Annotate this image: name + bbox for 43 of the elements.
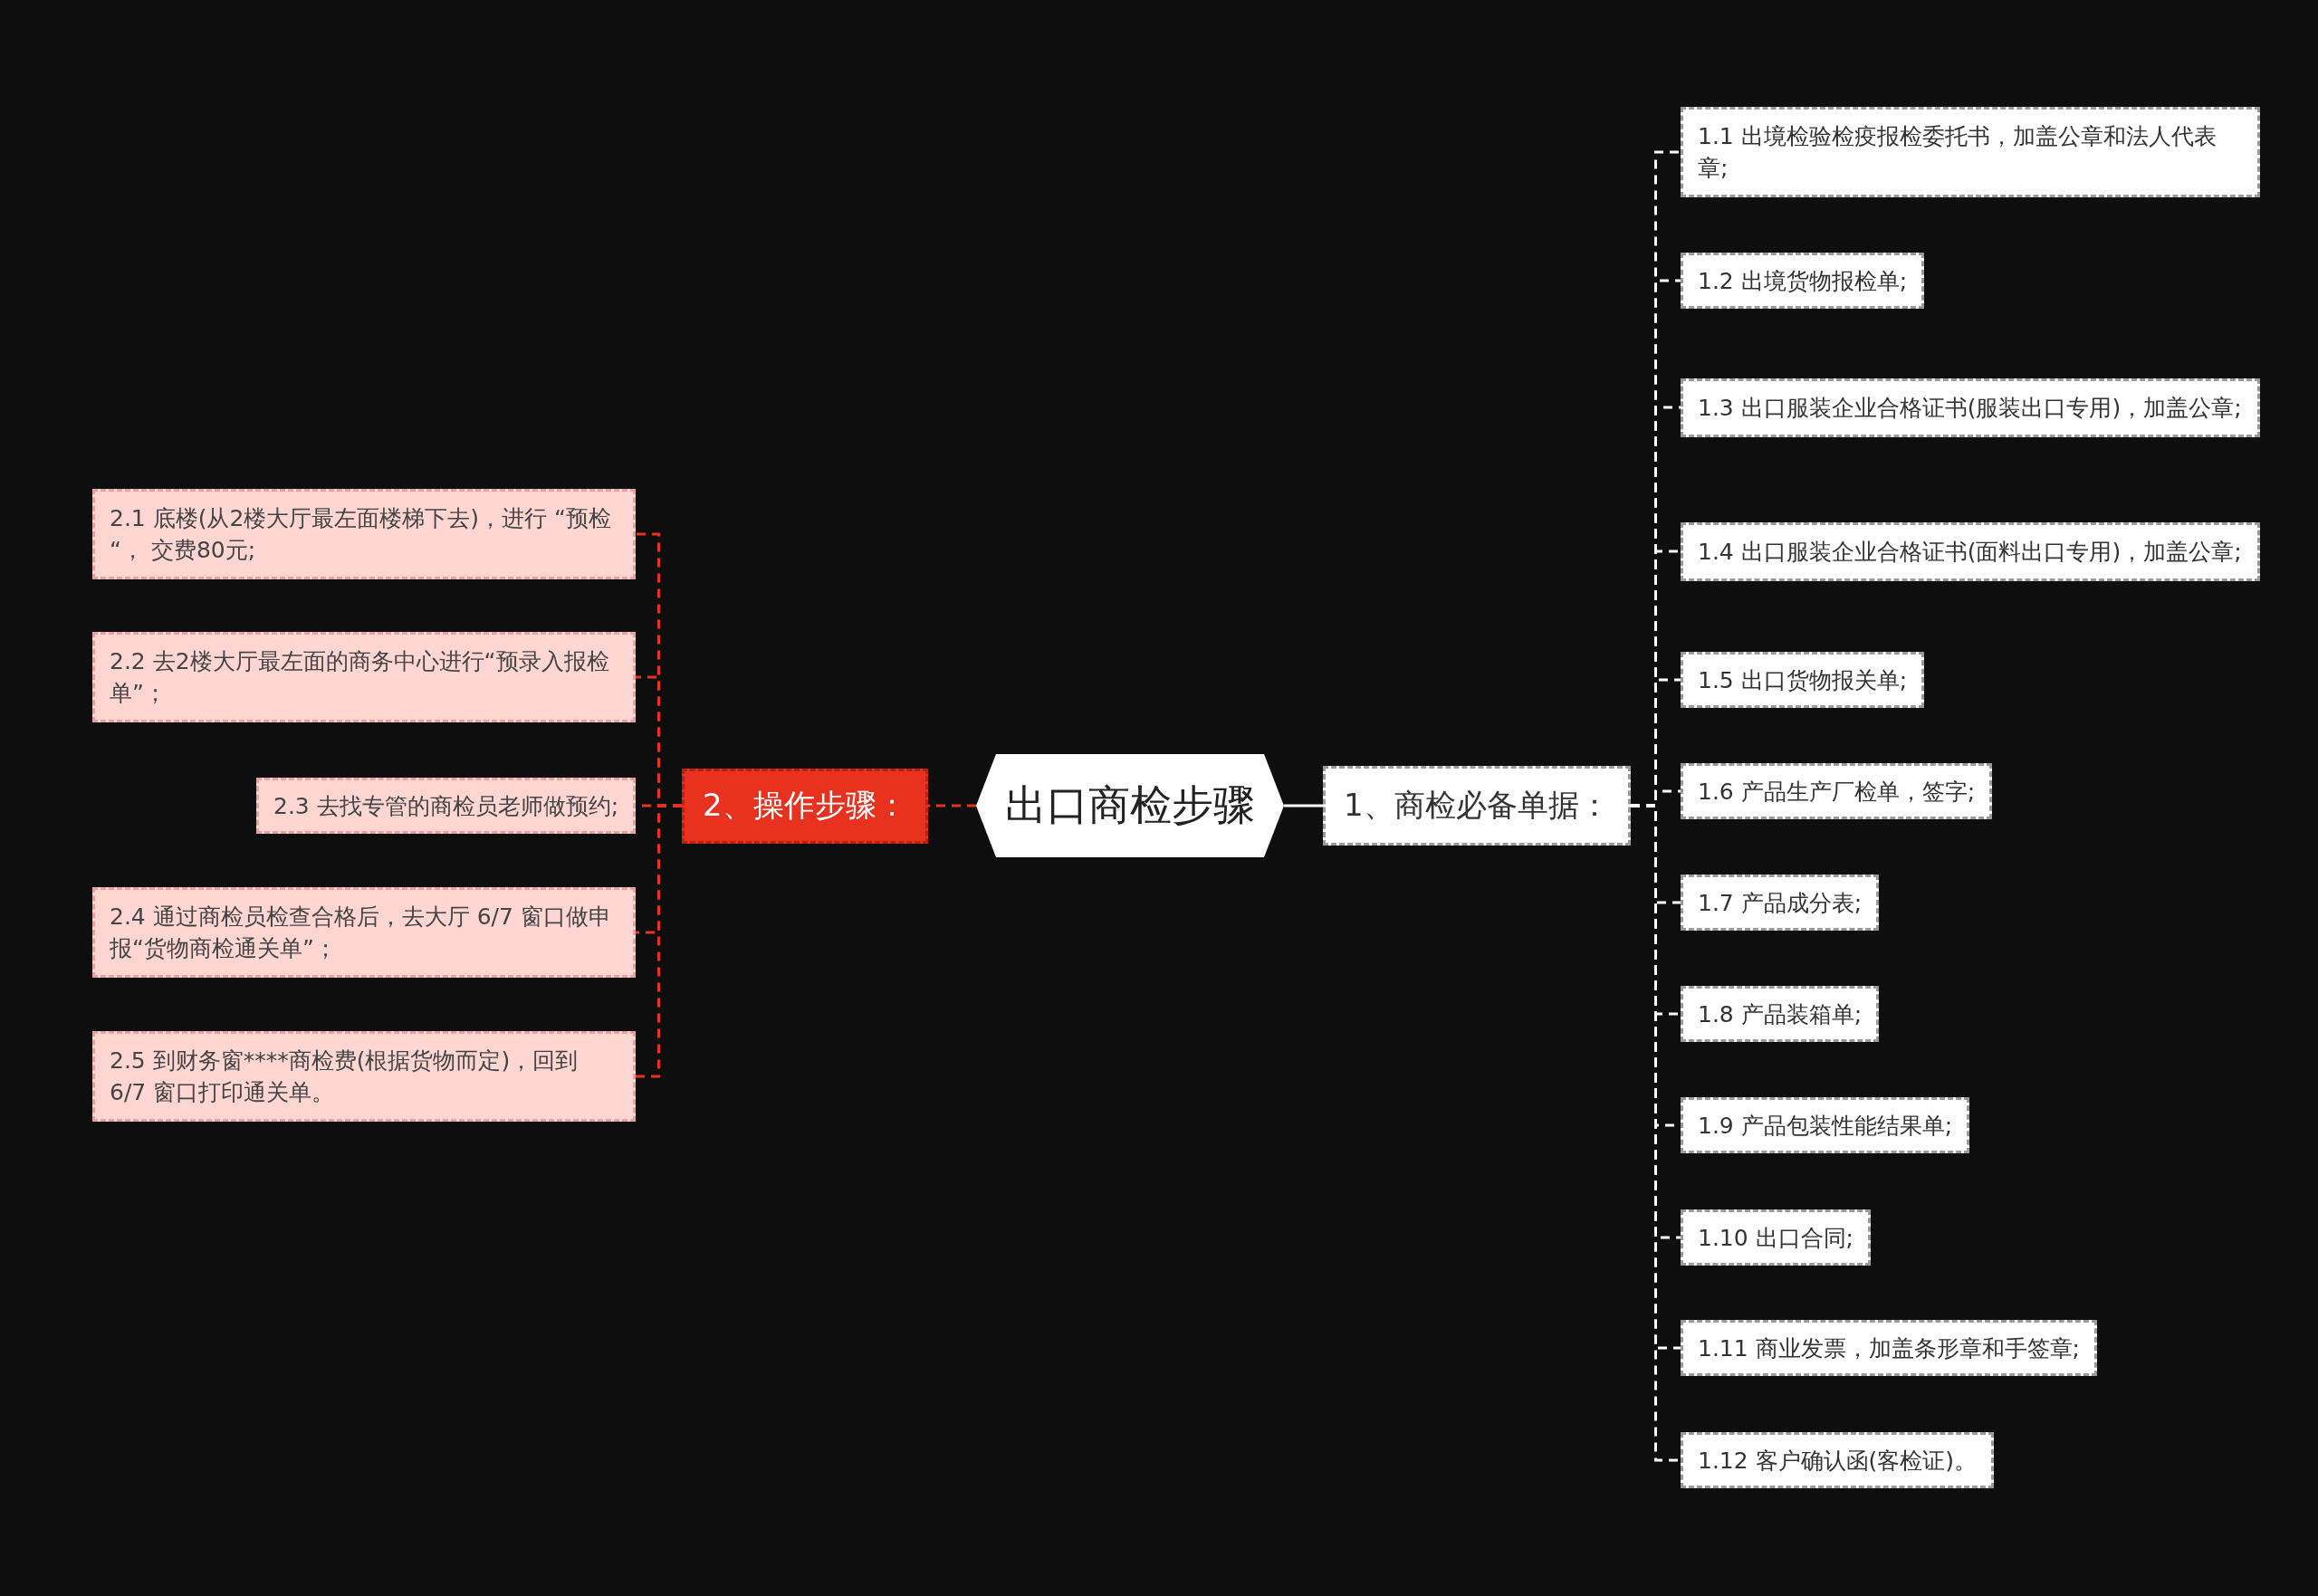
subtopic-text: 1.2 出境货物报检单; [1698, 266, 1908, 296]
subtopic-box [1681, 763, 1993, 819]
subtopic-box [92, 887, 636, 978]
subtopic-box [1681, 1432, 1995, 1488]
subtopic-text: 1.11 商业发票，加盖条形章和手签章; [1698, 1333, 2081, 1363]
subtopic-text: 1.6 产品生产厂检单，签字; [1698, 777, 1976, 807]
connector-line [928, 804, 976, 808]
subtopic-box [1681, 377, 2260, 437]
subtopic-box [1681, 1097, 1970, 1153]
subtopic-box [1681, 652, 1925, 708]
subtopic-box [92, 632, 636, 722]
subtopic-box [1681, 874, 1880, 931]
subtopic-box [1681, 253, 1925, 309]
subtopic-box [256, 778, 637, 834]
subtopic-text: 1.4 出口服装企业合格证书(面料出口专用)，加盖公章; [1698, 537, 2242, 567]
subtopic-text: 2.5 到财务窗****商检费(根据货物而定)，回到 6/7 窗口打印通关单。 [110, 1046, 580, 1107]
subtopic-text: 2.1 底楼(从2楼大厅最左面楼梯下去)，进行 “预检 “， 交费80元; [110, 504, 613, 565]
branch-title: 1、商检必备单据： [1344, 786, 1610, 825]
connector-line [1284, 804, 1323, 808]
subtopic-box [1681, 986, 1880, 1042]
subtopic-box [92, 489, 636, 579]
subtopic-text: 2.2 去2楼大厅最左面的商务中心进行“预录入报检单”； [110, 647, 610, 708]
connector-line [636, 804, 682, 1078]
branch-topic-box [682, 768, 928, 844]
subtopic-box [1681, 1320, 2098, 1376]
subtopic-text: 2.3 去找专管的商检员老师做预约; [273, 791, 619, 821]
branch-title: 2、操作步骤： [703, 786, 907, 825]
topic-title: 出口商检步骤 [1005, 779, 1255, 831]
subtopic-text: 2.4 通过商检员检查合格后，去大厅 6/7 窗口做申报“货物商检通关单”； [110, 903, 612, 963]
central-topic [976, 754, 1284, 857]
subtopic-text: 1.5 出口货物报关单; [1698, 665, 1908, 695]
subtopic-text: 1.3 出口服装企业合格证书(服装出口专用)，加盖公章; [1698, 393, 2242, 423]
subtopic-text: 1.10 出口合同; [1698, 1223, 1854, 1253]
subtopic-box [1681, 107, 2260, 197]
subtopic-box [92, 1031, 636, 1122]
subtopic-text: 1.8 产品装箱单; [1698, 999, 1863, 1029]
subtopic-text: 1.12 客户确认函(客检证)。 [1698, 1446, 1978, 1476]
subtopic-text: 1.7 产品成分表; [1698, 888, 1863, 918]
subtopic-text: 1.9 产品包装性能结果单; [1698, 1111, 1953, 1141]
subtopic-box [1681, 521, 2260, 581]
subtopic-box [1681, 1209, 1872, 1266]
branch-topic-box [1323, 766, 1631, 846]
subtopic-text: 1.1 出境检验检疫报检委托书，加盖公章和法人代表章; [1698, 122, 2217, 183]
